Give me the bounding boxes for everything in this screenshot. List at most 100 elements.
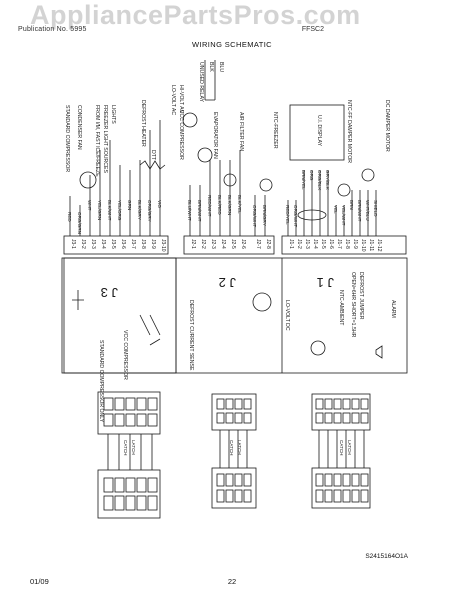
j3-plug-drawing (97, 391, 161, 519)
label-lo-volt-ac: LO-VOLT AC (170, 85, 176, 115)
svg-text:J2-4: J2-4 (220, 239, 226, 249)
svg-text:J1-8: J1-8 (344, 239, 350, 249)
label-from-ice-maker: FROM I/M, FAST ICE/FREEZE (94, 105, 100, 177)
label-ntc-ambient: NTC-AMBIENT (338, 290, 344, 326)
j2-latch-label: LATCH (237, 440, 242, 455)
alarm-symbol (375, 345, 383, 359)
svg-text:YEL: YEL (333, 205, 338, 214)
svg-text:J3-5: J3-5 (110, 239, 116, 249)
svg-text:BLU/WHT: BLU/WHT (187, 200, 192, 221)
vcc-compressor-symbol (182, 112, 198, 128)
control-board-outline (61, 257, 408, 374)
power-cord (204, 60, 216, 101)
svg-text:J2-8: J2-8 (265, 239, 271, 249)
label-air-filter-fan: AIR FILTER FAN (238, 112, 244, 151)
svg-text:BLK/YEL: BLK/YEL (237, 195, 242, 214)
svg-text:J3-1: J3-1 (70, 239, 76, 249)
svg-text:J1-7: J1-7 (336, 239, 342, 249)
svg-text:RED/WHT: RED/WHT (207, 195, 212, 217)
label-ui-display: U.I. DISPLAY (316, 115, 322, 147)
j2-wire-colors: BLU/WHT BRN/WHT RED/WHT BLK/RED BLK/GRN … (187, 195, 267, 227)
svg-text:J1-6: J1-6 (328, 239, 334, 249)
label-condenser-fan: CONDENSER FAN (76, 105, 82, 150)
svg-text:BRN/WHT: BRN/WHT (197, 200, 202, 222)
svg-text:J1-2: J1-2 (296, 239, 302, 249)
svg-text:WHT: WHT (87, 200, 92, 211)
svg-text:YEL/WHT: YEL/WHT (341, 205, 346, 226)
svg-text:WHT/BLU: WHT/BLU (365, 200, 370, 221)
defrost-heater-symbol (139, 160, 166, 170)
j1-wires (287, 170, 377, 236)
j3-wires (69, 120, 161, 236)
ntc-freezer-symbol (259, 178, 273, 192)
svg-text:J3-6: J3-6 (120, 239, 126, 249)
air-filter-fan-symbol (223, 173, 237, 187)
svg-text:ORG/BLK: ORG/BLK (317, 170, 322, 191)
damper-motor-symbol (361, 168, 375, 182)
label-hi-volt-ac: HI-VOLT AC (178, 85, 184, 114)
j3-connector-block (63, 235, 169, 255)
svg-text:ORG/WHT: ORG/WHT (252, 205, 257, 227)
svg-text:J1-12: J1-12 (376, 239, 382, 252)
svg-text:BRN: BRN (349, 200, 354, 210)
j3-catch-label: CATCH (123, 440, 128, 455)
j3-relay-2 (139, 314, 161, 336)
j3-wire-colors: RED ORG/GRN WHT YEL/GRN BLK/WHT YEL/ORG … (67, 200, 162, 234)
label-unused-relay: UNUSED RELAY (198, 62, 204, 103)
svg-text:RED: RED (67, 212, 72, 222)
label-defrost-jumper: DEFROST JUMPER (358, 272, 364, 320)
svg-text:J1-10: J1-10 (360, 239, 366, 252)
svg-text:BLK/RED: BLK/RED (217, 195, 222, 215)
j3-switch (149, 338, 161, 346)
svg-text:BRN/WHT: BRN/WHT (357, 200, 362, 222)
label-lights: LIGHTS (110, 105, 116, 124)
j1-plug-drawing (311, 393, 371, 509)
label-standard-compressor: STANDARD COMPRESSOR (64, 105, 70, 172)
svg-text:J3-9: J3-9 (150, 239, 156, 249)
j2-plug-drawing (211, 393, 257, 509)
svg-text:ORG/GRN: ORG/GRN (77, 212, 82, 234)
label-wire-blk: BLK (208, 62, 214, 72)
shield-cable (297, 209, 327, 221)
svg-text:J2-7: J2-7 (255, 239, 261, 249)
svg-text:J2-6: J2-6 (240, 239, 246, 249)
label-dtt: DTT (150, 150, 156, 161)
svg-text:BRN/YEL: BRN/YEL (301, 170, 306, 190)
svg-text:J3-10: J3-10 (160, 239, 166, 252)
svg-text:J2-5: J2-5 (230, 239, 236, 249)
svg-text:J3-4: J3-4 (100, 239, 106, 249)
svg-text:J1-9: J1-9 (352, 239, 358, 249)
ntc-ambient-symbol (310, 340, 326, 356)
svg-text:J1-3: J1-3 (304, 239, 310, 249)
svg-text:J2-1: J2-1 (190, 239, 196, 249)
svg-text:J1-11: J1-11 (368, 239, 374, 251)
j2-catch-label: CATCH (229, 440, 234, 455)
model-number: FFSC2 (301, 26, 324, 33)
svg-text:J2-2: J2-2 (200, 239, 206, 249)
ui-display-box (289, 104, 345, 161)
transistor-symbol (252, 292, 272, 312)
ntc-ff-symbol (337, 183, 351, 197)
svg-text:ORG/GRY: ORG/GRY (147, 200, 152, 222)
svg-text:J3-7: J3-7 (130, 239, 136, 249)
svg-text:BLK/WHT: BLK/WHT (107, 200, 112, 221)
j1-pin-labels: J1-1 J1-2 J1-3 J1-4 J1-5 J1-6 J1-7 J1-8 … (288, 239, 382, 252)
svg-text:RED/YEL: RED/YEL (285, 205, 290, 225)
j3-label: J 3 (101, 285, 118, 300)
svg-text:GRN: GRN (127, 200, 132, 210)
label-evaporator-fan: EVAPORATOR FAN (212, 112, 218, 159)
svg-text:J1-1: J1-1 (288, 239, 294, 249)
label-ntc-freezer: NTC-FREEZER (272, 112, 278, 149)
label-standard-compressor-only: STANDARD COMPRESSOR ONLY (98, 340, 104, 423)
j1-catch-label: CATCH (339, 440, 344, 455)
j3-pin-labels: J3-1 J3-2 J3-3 J3-4 J3-5 J3-6 J3-7 J3-8 … (70, 239, 166, 252)
svg-text:BRN/GRY: BRN/GRY (262, 205, 267, 226)
svg-text:SHIELD: SHIELD (373, 200, 378, 217)
svg-text:GRY/BLK: GRY/BLK (325, 170, 330, 191)
page-title: WIRING SCHEMATIC (191, 40, 272, 49)
svg-text:J2-3: J2-3 (210, 239, 216, 249)
label-alarm: ALARM (390, 300, 396, 318)
label-freezer-light-sources: FREEZER LIGHT SOURCES (102, 105, 108, 173)
label-defrost-current-sense: DEFROST CURRENT SENSE (188, 300, 194, 371)
